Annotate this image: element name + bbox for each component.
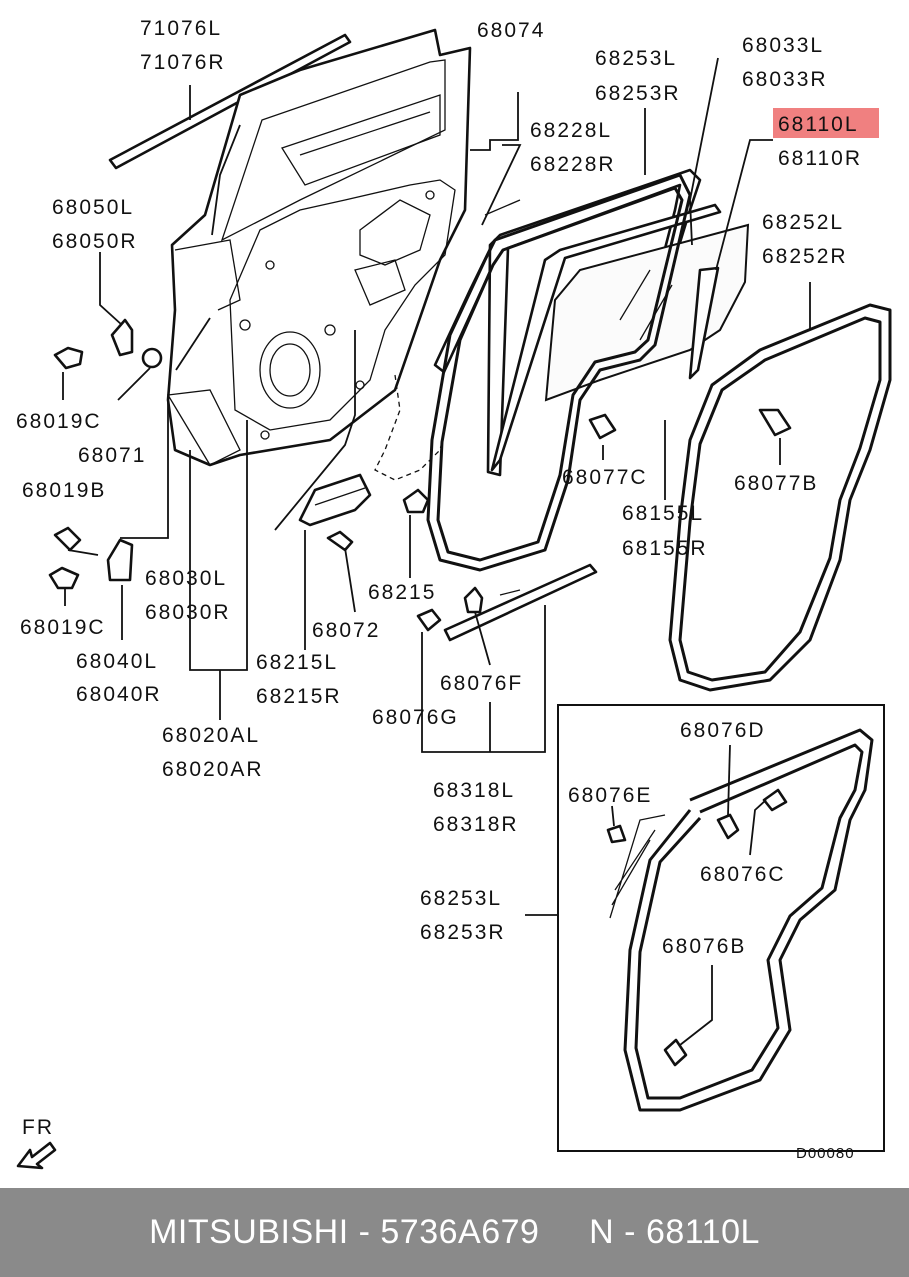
label-68020AR: 68020AR xyxy=(162,758,264,781)
label-68110L: 68110L xyxy=(778,113,859,136)
front-direction-arrow xyxy=(16,1141,57,1170)
label-68076D: 68076D xyxy=(680,719,766,742)
label-68076E: 68076E xyxy=(568,784,652,807)
label-68076G: 68076G xyxy=(372,706,459,729)
weatherstrip-68155 xyxy=(426,173,692,572)
label-68074: 68074 xyxy=(477,19,545,42)
highlight-68110L xyxy=(773,108,879,138)
label-68076B: 68076B xyxy=(662,935,746,958)
separator: - xyxy=(614,1213,646,1251)
part-info-banner: MITSUBISHI - 5736A679 N - 68110L xyxy=(0,1188,909,1277)
weatherstrip-68252 xyxy=(668,303,892,692)
waterproof-film xyxy=(374,374,446,481)
label-68072: 68072 xyxy=(312,619,380,642)
gap xyxy=(539,1213,589,1252)
part-labels: 71076L 71076R 68074 68253L 68253R 68033L… xyxy=(16,17,862,1162)
label-68076C: 68076C xyxy=(700,863,786,886)
bolt-68019B xyxy=(53,526,82,552)
label-68228L: 68228L xyxy=(530,119,612,142)
bolt-68019C-upper xyxy=(53,346,84,370)
clip-68076F xyxy=(463,586,484,614)
screw-68072 xyxy=(326,530,354,552)
label-68228R: 68228R xyxy=(530,153,616,176)
label-fr: FR xyxy=(22,1116,54,1139)
label-68252L: 68252L xyxy=(762,211,844,234)
label-68253L: 68253L xyxy=(595,47,677,70)
label-68253R-inset: 68253R xyxy=(420,921,506,944)
label-68033L: 68033L xyxy=(742,34,824,57)
hinge-upper-68050 xyxy=(110,318,163,369)
bolt-68019C-lower xyxy=(48,566,80,590)
label-68252R: 68252R xyxy=(762,245,848,268)
part-number: 5736A679 xyxy=(380,1213,540,1251)
label-68215: 68215 xyxy=(368,581,436,604)
label-68033R: 68033R xyxy=(742,68,828,91)
diagram-code: D00080 xyxy=(796,1145,855,1162)
label-68019B: 68019B xyxy=(22,479,106,502)
label-68071: 68071 xyxy=(78,444,146,467)
label-68318R: 68318R xyxy=(433,813,519,836)
label-68040L: 68040L xyxy=(76,650,158,673)
label-68155R: 68155R xyxy=(622,537,708,560)
label-68030R: 68030R xyxy=(145,601,231,624)
door-panel xyxy=(166,28,472,467)
clip-68076G xyxy=(416,608,442,632)
detail-inset xyxy=(557,704,885,1152)
label-68019C-lower: 68019C xyxy=(20,616,106,639)
label-68019C-upper: 68019C xyxy=(16,410,102,433)
label-68110R: 68110R xyxy=(778,147,862,170)
ref-prefix: N xyxy=(589,1213,615,1251)
division-sash-68110 xyxy=(490,203,722,472)
parts-diagram: 71076L 71076R 68074 68253L 68253R 68033L… xyxy=(16,17,892,1170)
belt-moulding-68318 xyxy=(443,563,598,642)
label-68215L: 68215L xyxy=(256,651,338,674)
label-68155L: 68155L xyxy=(622,502,704,525)
label-68076F: 68076F xyxy=(440,672,523,695)
ref-code: 68110L xyxy=(645,1213,760,1251)
label-71076L: 71076L xyxy=(140,17,222,40)
label-68050L: 68050L xyxy=(52,196,134,219)
label-68253R: 68253R xyxy=(595,82,681,105)
label-68050R: 68050R xyxy=(52,230,138,253)
label-68215R: 68215R xyxy=(256,685,342,708)
clip-68077C xyxy=(588,413,617,440)
label-68318L: 68318L xyxy=(433,779,515,802)
label-68253L-inset: 68253L xyxy=(420,887,502,910)
separator: - xyxy=(348,1213,381,1251)
clip-68077B xyxy=(758,408,792,437)
label-71076R: 71076R xyxy=(140,51,226,74)
hinge-lower-68040 xyxy=(106,538,134,582)
leader-lines xyxy=(62,57,811,1046)
window-moulding-71076 xyxy=(108,33,352,170)
label-68040R: 68040R xyxy=(76,683,162,706)
label-68020AL: 68020AL xyxy=(162,724,260,747)
label-68077C: 68077C xyxy=(562,466,648,489)
brand-name: MITSUBISHI xyxy=(149,1213,349,1251)
label-68030L: 68030L xyxy=(145,567,227,590)
door-handle-68215 xyxy=(298,473,430,527)
label-68077B: 68077B xyxy=(734,472,818,495)
